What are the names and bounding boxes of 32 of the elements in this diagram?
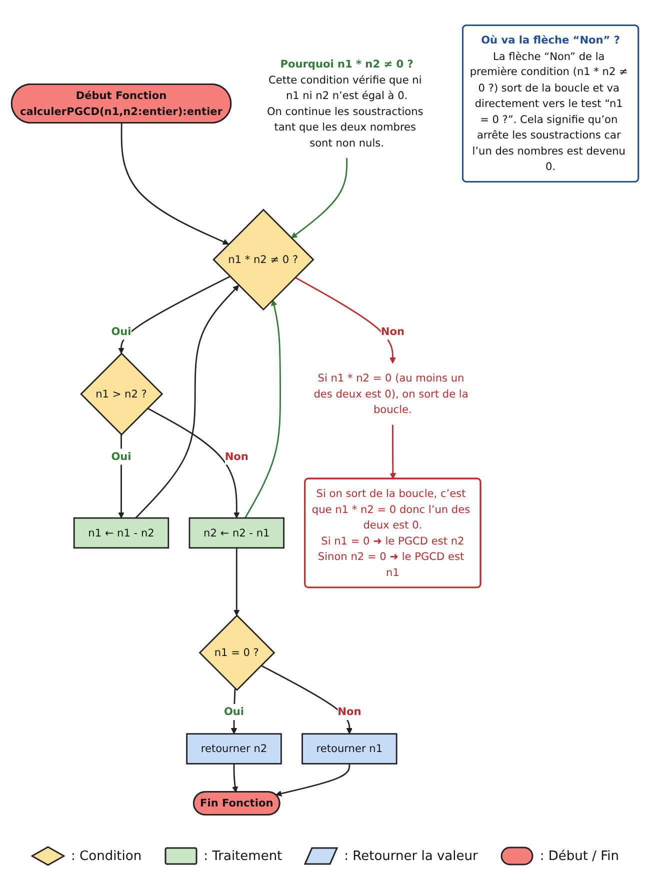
- legend-label: : Condition: [71, 848, 142, 864]
- edge-label: Oui: [224, 705, 244, 718]
- arrow: [118, 434, 124, 518]
- arrow: [232, 764, 238, 792]
- node-text: Si n1 * n2 = 0 (au moins un des deux est 0), on sort de la boucle.: [314, 372, 468, 416]
- legend-label: : Retourner la valeur: [344, 848, 478, 864]
- arrow: [390, 424, 396, 480]
- arrow: [291, 158, 348, 238]
- arrow: [135, 285, 240, 518]
- node-diamond: n1 * n2 ≠ 0 ?: [212, 208, 314, 311]
- arrow: [276, 764, 350, 797]
- node-box: retourner n2: [186, 733, 282, 764]
- node-box: retourner n1: [302, 733, 398, 764]
- edge-label: Non: [338, 705, 362, 718]
- arrow: [120, 123, 229, 245]
- arrow: [118, 276, 230, 354]
- edge-label: Oui: [111, 450, 132, 463]
- arrow: [244, 300, 281, 518]
- arrow: [260, 664, 352, 734]
- node-diamond: n1 = 0 ?: [198, 614, 276, 691]
- node-box: n2 ← n2 - n1: [188, 517, 284, 549]
- node-text: Pourquoi n1 * n2 ≠ 0 ? Cette condition vérifie que ni n1 ni n2 n’est égal à 0. On continue les soustractions tant que les deux nombres sont non nuls.: [266, 57, 424, 150]
- edge-label: Oui: [111, 325, 132, 338]
- arrow: [294, 276, 396, 364]
- node-diamond: n1 > n2 ?: [80, 352, 164, 436]
- legend-label: : Début / Fin: [540, 848, 619, 864]
- edge-label: Non: [224, 450, 248, 463]
- node-box: n1 ← n1 - n2: [73, 517, 170, 549]
- arrow: [147, 408, 240, 518]
- edge-label: Non: [380, 325, 404, 338]
- arrow: [234, 548, 240, 616]
- legend-label: : Traitement: [204, 848, 282, 864]
